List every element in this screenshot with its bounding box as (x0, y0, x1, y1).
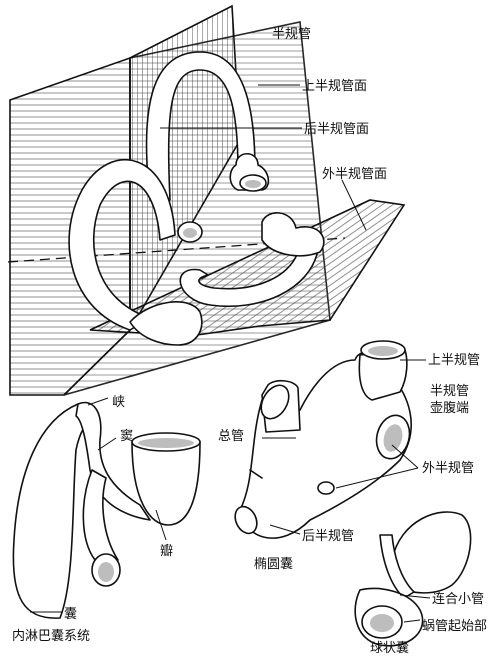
utricle-diagram (234, 340, 426, 539)
cochlear-duct (391, 511, 472, 594)
label-ampulla-2: 壶腹端 (430, 400, 469, 416)
label-valve: 瓣 (160, 544, 173, 559)
leader-lateral-canal (335, 467, 419, 489)
small-nub (249, 469, 263, 479)
label-cochlear-duct-start: 蜗管起始部 (422, 618, 487, 634)
label-ampulla-1: 半规管 (430, 384, 469, 399)
label-isthmus: 峡 (112, 395, 125, 410)
label-posterior-canal: 后半规管 (302, 529, 354, 544)
leader-isthmus (87, 397, 109, 406)
endolymphatic-sac (12, 403, 97, 619)
posterior-canal-opening-small (234, 505, 258, 535)
label-lateral-canal: 外半规管 (422, 461, 474, 476)
label-common-crus: 总管 (218, 429, 244, 444)
ductus-reuniens-tube (379, 534, 415, 599)
posterior-ampulla (129, 301, 203, 346)
lateral-canal-tube (179, 245, 319, 308)
label-ductus-reuniens: 连合小管 (432, 591, 484, 607)
label-endolymph-system: 内淋巴囊系统 (12, 628, 90, 644)
common-crus-opening (260, 384, 290, 420)
leader-sinus (97, 437, 117, 451)
valve-cup (131, 441, 201, 526)
posterior-canal-tube (68, 158, 176, 331)
superior-canal-stem (358, 349, 408, 401)
canal-planes-diagram (7, 4, 406, 396)
endolymphatic-duct (75, 401, 151, 521)
label-utricle: 椭圆囊 (254, 556, 293, 572)
label-title: 半规管 (272, 27, 311, 42)
label-superior-plane: 上半规管面 (302, 79, 367, 94)
leader-cochlear-start (403, 619, 421, 623)
saccule-diagram (354, 511, 472, 647)
lateral-canal-opening (317, 481, 335, 495)
label-posterior-plane: 后半规管面 (304, 122, 369, 137)
label-sinus: 窦 (120, 429, 133, 444)
leader-lateral-canal-2 (391, 444, 419, 469)
endolymph-diagram (12, 397, 201, 619)
label-sac: 囊 (64, 606, 77, 622)
sinus-branch (82, 469, 119, 561)
leader-lateral-plane (341, 179, 367, 231)
label-superior-canal: 上半规管 (428, 353, 480, 368)
leader-ductus (399, 594, 431, 599)
label-saccule: 球状囊 (370, 640, 409, 656)
leader-posterior-canal (269, 524, 301, 535)
lateral-ampulla (261, 212, 325, 257)
label-lateral-plane: 外半规管面 (322, 167, 387, 182)
leader-valve (155, 509, 167, 541)
